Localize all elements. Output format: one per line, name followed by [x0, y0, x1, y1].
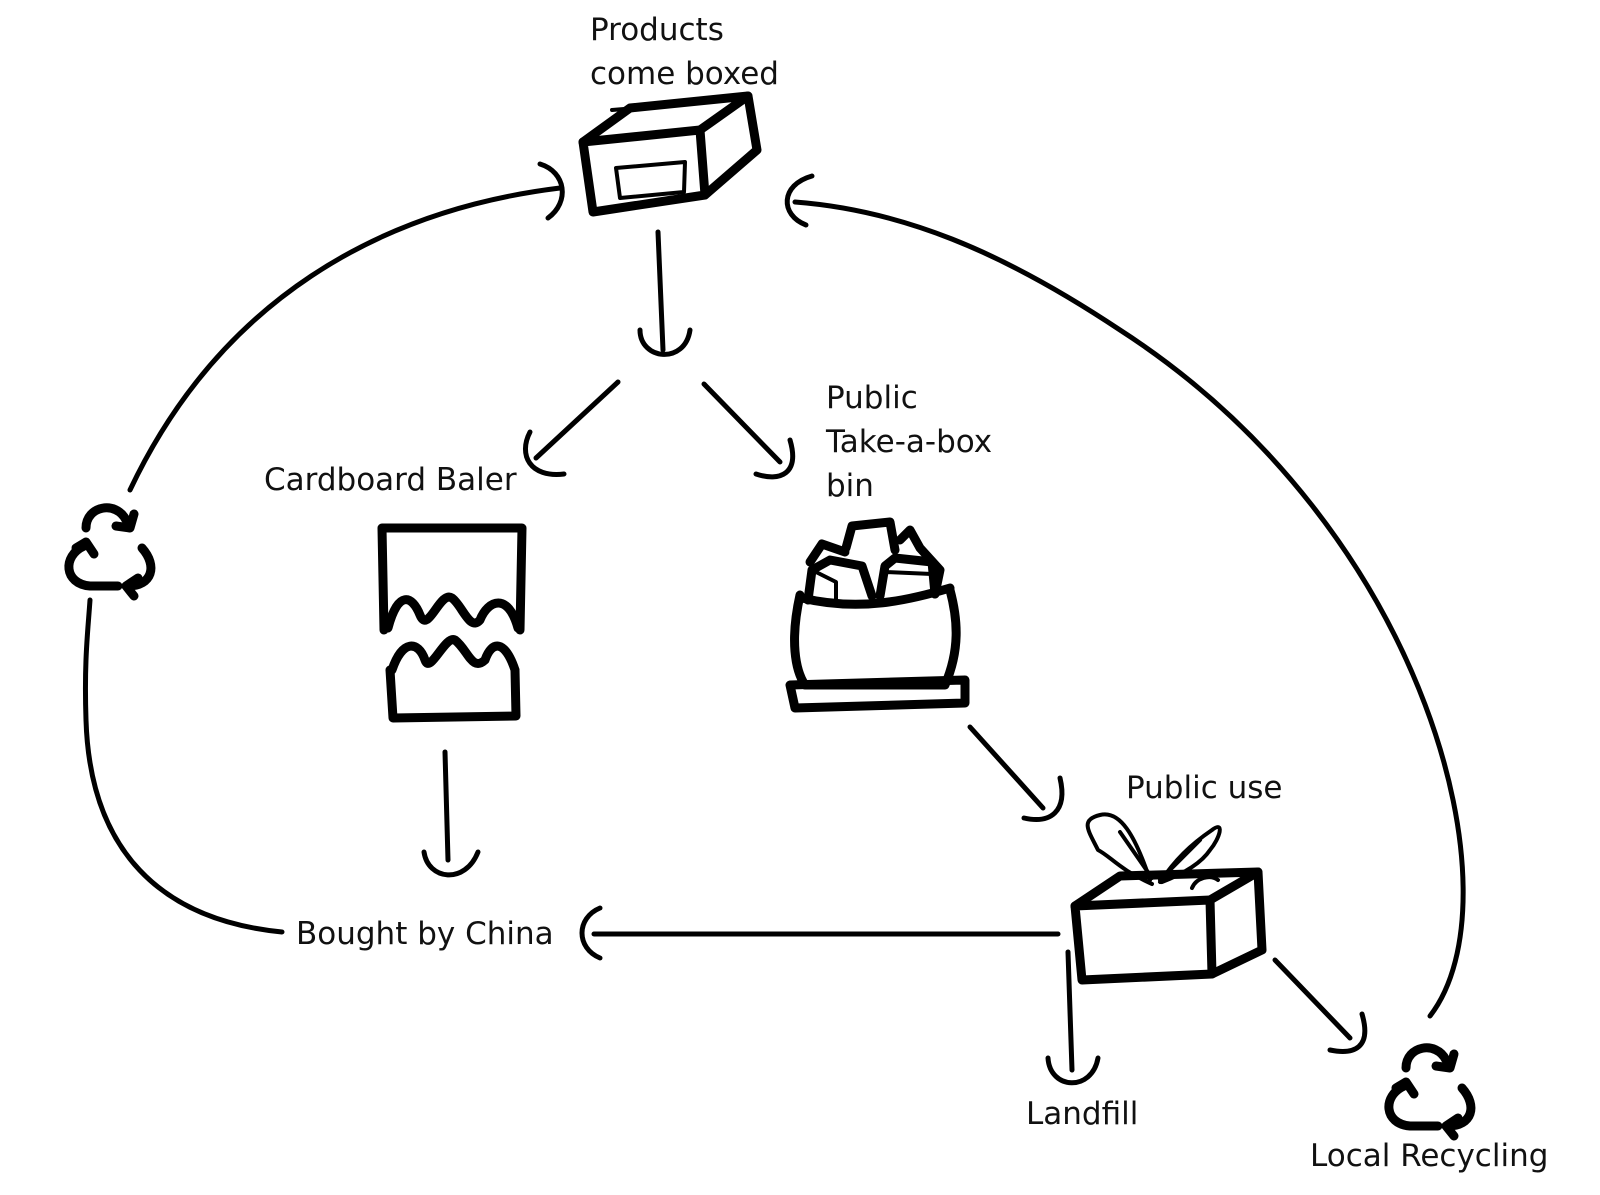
label-takebox-line1: Public — [826, 380, 918, 416]
label-products-line2: come boxed — [590, 56, 779, 92]
label-products-line1: Products — [590, 12, 724, 48]
arrow-publicuse-to-recycling — [1272, 957, 1368, 1054]
arrow-baler-to-china — [421, 749, 481, 878]
arrow-recycling-to-products — [784, 173, 1466, 1019]
label-takebox-line3: bin — [826, 468, 874, 504]
bin-of-boxes-icon — [785, 517, 970, 713]
arrow-takebox-to-publicuse — [967, 724, 1065, 822]
label-bought-by-china: Bought by China — [296, 916, 554, 952]
label-landfill: Landfill — [1026, 1096, 1139, 1132]
recycle-icon-local — [1389, 1048, 1471, 1136]
label-takebox-line2: Take-a-box — [826, 424, 993, 460]
recycle-icon-left — [69, 508, 151, 596]
label-takebox: Public Take-a-box bin — [826, 376, 992, 508]
arrow-publicuse-to-landfill — [1045, 949, 1101, 1086]
label-public-use: Public use — [1126, 770, 1283, 806]
label-local-recycling: Local Recycling — [1310, 1138, 1549, 1174]
baler-icon — [377, 523, 527, 723]
arrow-products-to-split — [637, 229, 693, 357]
cardboard-box-icon — [578, 91, 762, 217]
arrow-split-to-takebox — [701, 381, 796, 480]
label-products: Products come boxed — [590, 8, 779, 96]
planter-box-icon — [1070, 812, 1267, 985]
arrow-china-to-products — [82, 161, 565, 935]
label-cardboard-baler: Cardboard Baler — [264, 462, 517, 498]
arrow-split-to-baler — [523, 379, 621, 477]
arrow-publicuse-to-china — [579, 905, 1061, 961]
